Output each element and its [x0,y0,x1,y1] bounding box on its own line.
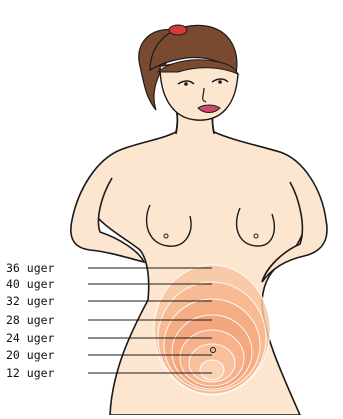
label-28-weeks: 28 uger [6,314,54,326]
label-32-weeks: 32 uger [6,295,54,307]
scrunchie [169,25,187,35]
label-20-weeks: 20 uger [6,349,54,361]
label-40-weeks: 40 uger [6,278,54,290]
label-12-weeks: 12 uger [6,367,54,379]
label-36-weeks: 36 uger [6,262,54,274]
right-pupil [218,80,222,84]
left-pupil [184,82,188,86]
label-24-weeks: 24 uger [6,332,54,344]
